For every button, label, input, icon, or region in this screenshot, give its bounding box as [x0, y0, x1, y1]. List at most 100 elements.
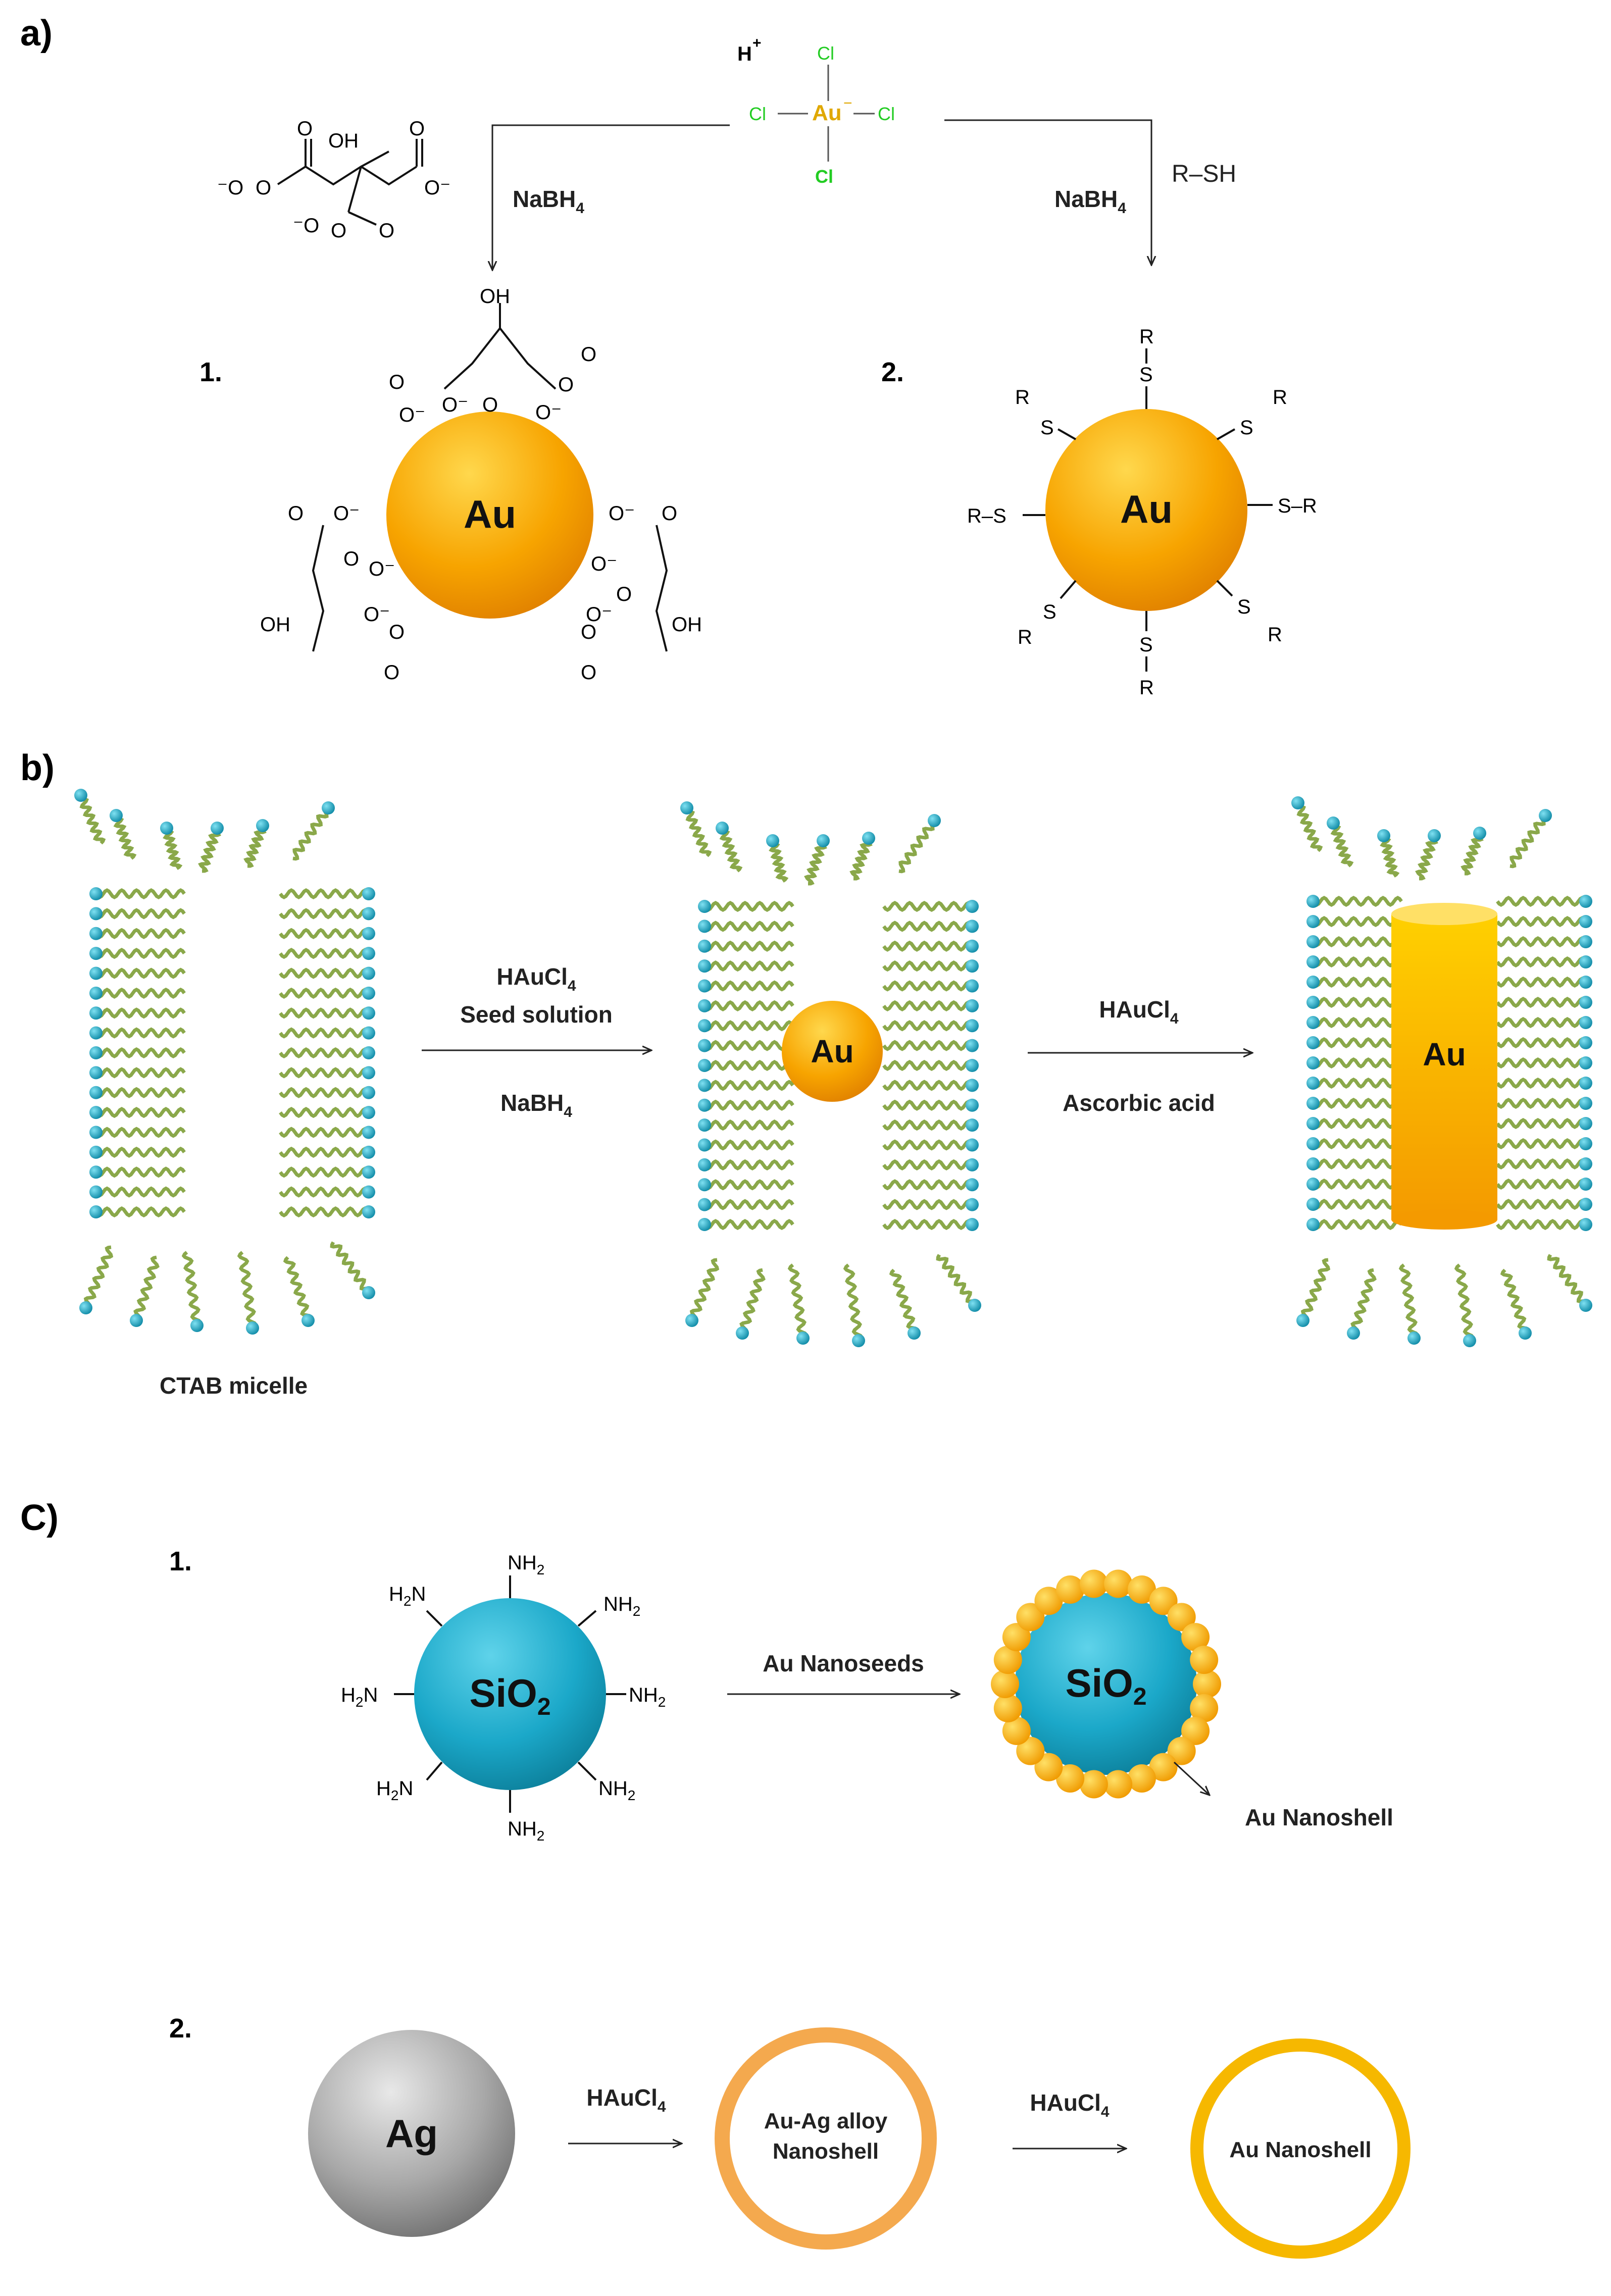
svg-text:−: −	[843, 95, 852, 112]
svg-text:⁻O: ⁻O	[217, 177, 243, 199]
surfactant-head	[966, 1059, 979, 1072]
surfactant-tail	[882, 1080, 974, 1091]
panel-c-item-1: 1.	[169, 1546, 192, 1576]
svg-text:NH2: NH2	[603, 1593, 640, 1619]
svg-text:Au Nanoshell: Au Nanoshell	[1229, 2137, 1371, 2162]
surfactant-tail	[882, 1159, 974, 1170]
surfactant-head	[1306, 996, 1320, 1009]
surfactant-tail	[1496, 996, 1587, 1008]
ctab-micelle-label: CTAB micelle	[160, 1372, 308, 1399]
surfactant-tail	[279, 1007, 370, 1019]
svg-text:OH: OH	[260, 614, 290, 636]
surfactant-head	[796, 1332, 810, 1345]
svg-text:O⁻: O⁻	[364, 603, 390, 626]
surfactant-head	[1579, 1157, 1592, 1170]
svg-text:O: O	[409, 118, 425, 140]
surfactant-tail	[882, 921, 974, 932]
au-nanoseed	[1193, 1670, 1221, 1698]
svg-text:O: O	[581, 661, 596, 684]
surfactant-head	[698, 1138, 711, 1152]
surfactant-head	[698, 1079, 711, 1092]
surfactant-tail	[1496, 1138, 1587, 1150]
surfactant-head	[1579, 1036, 1592, 1049]
surfactant-tail	[94, 928, 186, 939]
svg-text:O: O	[288, 502, 304, 525]
surfactant-tail	[94, 1047, 186, 1059]
surfactant-head	[322, 801, 335, 814]
panel-a-item-1: 1.	[199, 357, 222, 387]
surfactant-head	[698, 1118, 711, 1132]
reagent-nabh4-right: NaBH4	[1054, 186, 1126, 217]
surfactant-head	[1579, 955, 1592, 968]
step1-nabh4: NaBH4	[500, 1090, 572, 1120]
reagent-thiol: R–SH	[1172, 161, 1236, 187]
au-nanoseed	[1034, 1587, 1063, 1615]
surfactant-head	[1306, 1077, 1320, 1090]
svg-text:SiO2: SiO2	[1065, 1661, 1146, 1710]
surfactant-tail	[1496, 1198, 1587, 1210]
surfactant-tail	[279, 1067, 370, 1079]
surfactant-head	[966, 1098, 979, 1112]
au-nanoseed	[1127, 1764, 1156, 1793]
surfactant-head	[1579, 1117, 1592, 1130]
surfactant-head	[1463, 1334, 1476, 1347]
surfactant-tail	[1312, 1218, 1403, 1231]
surfactant-tail	[682, 806, 712, 857]
surfactant-tail	[1496, 1117, 1587, 1130]
surfactant-tail	[279, 888, 370, 900]
surfactant-head	[89, 1106, 103, 1119]
surfactant-tail	[1496, 956, 1587, 968]
surfactant-head	[362, 1026, 375, 1040]
surfactant-tail	[237, 1251, 258, 1330]
surfactant-head	[1306, 1117, 1320, 1130]
surfactant-head	[89, 1046, 103, 1059]
surfactant-tail	[94, 1027, 186, 1039]
surfactant-tail	[1312, 936, 1403, 948]
panel-c-item-2: 2.	[169, 2013, 192, 2044]
surfactant-head	[1306, 955, 1320, 968]
svg-text:O: O	[558, 374, 574, 396]
surfactant-head	[362, 1106, 375, 1119]
surfactant-tail	[739, 1268, 766, 1335]
surfactant-tail	[94, 1166, 186, 1178]
surfactant-tail	[1293, 801, 1323, 852]
surfactant-head	[698, 1178, 711, 1192]
surfactant-head	[89, 1006, 103, 1020]
surfactant-tail	[703, 1139, 794, 1151]
svg-text:Au: Au	[811, 1033, 853, 1069]
au-nanorod: Au	[1391, 903, 1497, 1230]
surfactant-head	[362, 1286, 375, 1299]
surfactant-tail	[703, 1040, 794, 1051]
surfactant-tail	[767, 839, 789, 883]
surfactant-tail	[1312, 915, 1403, 928]
svg-text:OH: OH	[480, 285, 510, 308]
surfactant-head	[698, 1198, 711, 1211]
au-nanoseed	[1056, 1575, 1085, 1604]
surfactant-head	[89, 927, 103, 940]
surfactant-head	[966, 939, 979, 953]
surfactant-tail	[1312, 1057, 1403, 1069]
surfactant-head	[966, 920, 979, 933]
surfactant-head	[1407, 1332, 1421, 1345]
surfactant-head	[256, 819, 269, 832]
au-nanoseed	[1079, 1569, 1108, 1598]
surfactant-tail	[181, 1251, 203, 1327]
surfactant-tail	[703, 1119, 794, 1131]
svg-text:OH: OH	[328, 130, 359, 152]
surfactant-head	[698, 959, 711, 973]
au-nanoseed	[1034, 1753, 1063, 1781]
svg-text:Au: Au	[1423, 1036, 1466, 1073]
surfactant-head	[362, 1126, 375, 1139]
surfactant-tail	[283, 1256, 313, 1322]
surfactant-tail	[279, 1186, 370, 1198]
surfactant-tail	[787, 1263, 809, 1340]
au-nanoseed	[1190, 1646, 1219, 1674]
silver-core-particle: Ag	[308, 2030, 515, 2237]
svg-text:Cl: Cl	[815, 166, 833, 187]
surfactant-tail	[1312, 1158, 1403, 1170]
surfactant-tail	[1496, 1178, 1587, 1190]
thiol-capped-au-particle: Au S R S R R–S S–R S R S R S R S R	[967, 326, 1317, 699]
surfactant-head	[698, 1039, 711, 1052]
surfactant-head	[362, 1205, 375, 1218]
surfactant-tail	[1312, 956, 1403, 968]
